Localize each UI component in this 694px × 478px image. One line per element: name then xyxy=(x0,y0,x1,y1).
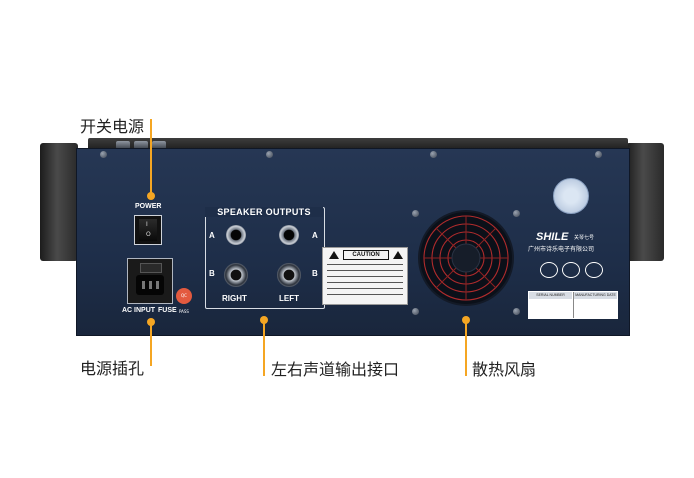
certification-icon xyxy=(562,262,580,278)
top-knob xyxy=(152,141,166,149)
left-jack-a[interactable] xyxy=(279,225,299,245)
cooling-fan-grille xyxy=(418,210,514,306)
top-knob xyxy=(134,141,148,149)
top-edge xyxy=(88,138,628,150)
callout-leader-line xyxy=(465,320,467,376)
switch-off-mark: O xyxy=(146,231,151,238)
callout-cooling-fan: 散热风扇 xyxy=(472,360,537,379)
sticker-text-line xyxy=(327,294,403,295)
callout-dot xyxy=(147,192,155,200)
callout-leader-line xyxy=(150,119,152,195)
socket-pin xyxy=(149,281,152,289)
fuse-label: FUSE xyxy=(158,307,177,314)
warning-triangle-icon xyxy=(329,251,339,259)
sticker-divider xyxy=(573,292,574,318)
brand-logo: SHILE xyxy=(536,231,569,243)
screw xyxy=(100,151,107,158)
serial-number-heading: SERIAL NUMBER xyxy=(529,292,572,299)
switch-on-mark: I xyxy=(146,221,148,228)
callout-power-switch: 开关电源 xyxy=(80,117,145,136)
callout-dot xyxy=(147,318,155,326)
callout-speaker-outputs: 左右声道输出接口 xyxy=(271,360,400,379)
screw xyxy=(266,151,273,158)
certification-icon xyxy=(540,262,558,278)
sticker-text-line xyxy=(327,264,403,265)
right-speakon-b[interactable] xyxy=(224,263,248,287)
qc-pass-sticker: QC PASS xyxy=(176,288,192,314)
channel-a-label: A xyxy=(209,231,215,240)
screw xyxy=(430,151,437,158)
callout-dot xyxy=(462,316,470,324)
socket-pin xyxy=(156,281,159,289)
screw xyxy=(412,308,419,315)
callout-power-socket: 电源插孔 xyxy=(80,359,145,378)
speaker-outputs-title: SPEAKER OUTPUTS xyxy=(205,207,323,217)
sticker-text-line xyxy=(327,270,403,271)
serial-label-sticker: SERIAL NUMBER MANUFACTURING DATE xyxy=(528,291,618,319)
warning-triangle-icon xyxy=(393,251,403,259)
left-handle xyxy=(40,143,78,261)
sticker-text-line xyxy=(327,276,403,277)
sticker-text-line xyxy=(327,282,403,283)
manufacturing-date-heading: MANUFACTURING DATE xyxy=(574,292,617,299)
power-label: POWER xyxy=(135,203,162,210)
certification-icon xyxy=(585,262,603,278)
callout-leader-line xyxy=(150,322,152,366)
right-jack-a[interactable] xyxy=(226,225,246,245)
fuse-holder xyxy=(140,263,162,273)
callout-leader-line xyxy=(263,320,265,376)
switch-rocker: I O xyxy=(139,219,157,241)
power-switch[interactable]: I O xyxy=(134,215,162,245)
caution-title: CAUTION xyxy=(343,250,389,260)
caution-sticker: CAUTION xyxy=(322,247,408,305)
channel-b-label: B xyxy=(312,269,318,278)
company-name: 广州市诗乐电子有限公司 xyxy=(528,246,595,253)
screw xyxy=(513,210,520,217)
iec-socket xyxy=(136,275,164,295)
ac-input-label: AC INPUT xyxy=(122,307,156,314)
brand-subtitle: 关琴七号 xyxy=(574,235,595,241)
channel-b-label: B xyxy=(209,269,215,278)
screw xyxy=(595,151,602,158)
quality-seal-sticker xyxy=(553,178,589,214)
socket-pin xyxy=(142,281,145,289)
ac-power-socket[interactable] xyxy=(127,258,173,304)
channel-a-label: A xyxy=(312,231,318,240)
right-handle xyxy=(626,143,664,261)
left-label: LEFT xyxy=(279,294,299,303)
right-label: RIGHT xyxy=(222,294,247,303)
callout-dot xyxy=(260,316,268,324)
top-knob xyxy=(116,141,130,149)
screw xyxy=(513,308,520,315)
left-speakon-b[interactable] xyxy=(277,263,301,287)
screw xyxy=(412,210,419,217)
sticker-text-line xyxy=(327,288,403,289)
